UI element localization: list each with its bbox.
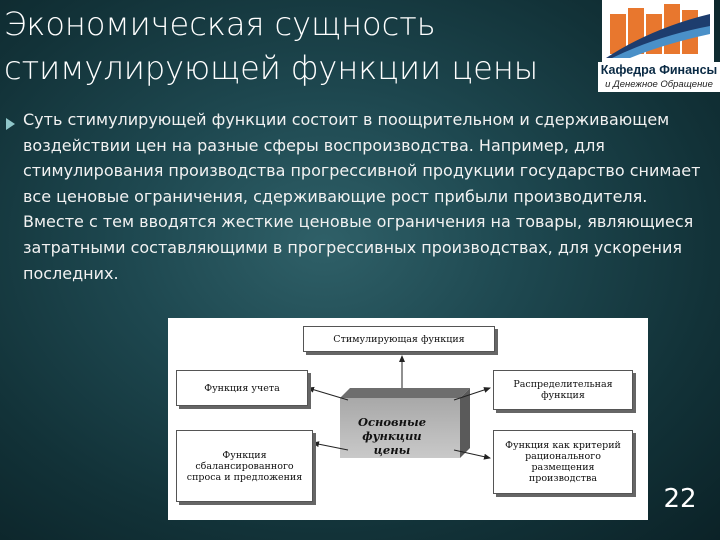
body-paragraph: Суть стимулирующей функции состоит в поо… — [23, 110, 701, 283]
diagram-graphics — [307, 355, 491, 460]
slide-title: Экономическая сущность стимулирующей фун… — [4, 2, 594, 90]
center-line1: Основные — [357, 415, 427, 429]
department-logo: Кафедра Финансы и Денежное Обращение — [598, 0, 720, 96]
slide-title-line2: стимулирующей функции цены — [4, 49, 539, 87]
arrow-to-left-bottom — [312, 441, 349, 451]
slide-title-line1: Экономическая сущность — [4, 5, 436, 43]
center-block-front — [340, 398, 460, 458]
box-accounting-function: Функция учета — [176, 370, 308, 406]
center-line2: функции цены — [362, 429, 422, 457]
logo-line2: и Денежное Обращение — [598, 78, 720, 92]
arrow-to-left-top — [307, 386, 349, 401]
logo-emblem-icon — [602, 0, 714, 62]
page-number: 22 — [663, 484, 697, 514]
bullet-arrow-icon — [6, 118, 15, 130]
box-stimulating-function: Стимулирующая функция — [303, 326, 495, 352]
arrow-to-right-top — [453, 387, 491, 401]
logo-line1: Кафедра Финансы — [598, 62, 720, 78]
diagram-center-label: Основные функции цены — [353, 415, 431, 457]
box-balance-function: Функция сбалансированного спроса и предл… — [176, 430, 313, 502]
center-block-top — [340, 388, 470, 398]
price-functions-diagram: Основные функции цены Стимулирующая функ… — [168, 318, 648, 520]
logo-graphic — [602, 0, 714, 62]
center-block-side — [460, 388, 470, 458]
box-allocation-function: Функция как критерий рационального разме… — [493, 430, 633, 494]
box-distribution-function: Распределительная функция — [493, 370, 633, 410]
arrow-to-right-bottom — [453, 449, 491, 460]
